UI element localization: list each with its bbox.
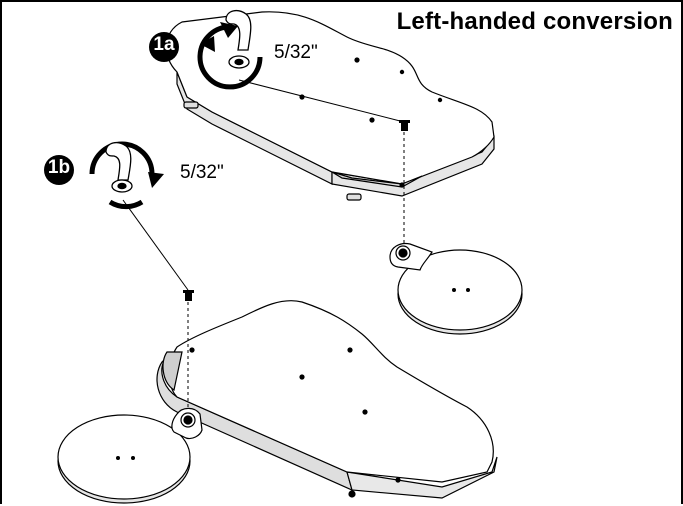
step-1a-callout [149,9,263,90]
step-1b-badge: 1b [47,157,71,178]
hex-key-icon [105,141,133,193]
rotate-counterclockwise-icon [220,22,238,38]
top-mouse-platform [389,242,523,335]
step-1b-size-label: 5/32" [180,162,224,183]
rotate-clockwise-icon [148,172,164,188]
step-1b-callout [44,141,164,210]
top-keyboard-tray [165,11,495,201]
step-1a-badge: 1a [153,34,175,55]
step-1a-size-label: 5/32" [274,42,318,63]
screw-icon [399,120,410,131]
bottom-mouse-platform [57,407,203,504]
diagram-title: Left-handed conversion [396,8,673,35]
screw-icon [183,290,194,301]
bottom-keyboard-tray [156,300,498,499]
hex-key-icon [225,9,252,69]
